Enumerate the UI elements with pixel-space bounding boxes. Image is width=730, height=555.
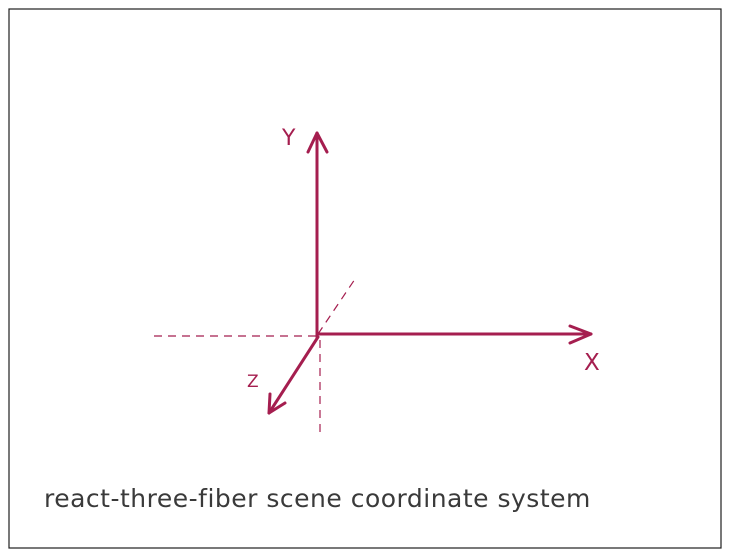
negative-z-axis-dashed — [317, 278, 356, 335]
x-axis-label: X — [584, 350, 600, 376]
y-axis-arrow — [306, 131, 329, 339]
y-axis-label: Y — [282, 126, 296, 151]
diagram-border — [8, 8, 722, 549]
z-axis-label: Z — [247, 372, 259, 392]
z-axis-arrow — [267, 335, 320, 415]
diagram-caption: react-three-fiber scene coordinate syste… — [44, 484, 591, 513]
x-axis-arrow — [315, 324, 593, 345]
